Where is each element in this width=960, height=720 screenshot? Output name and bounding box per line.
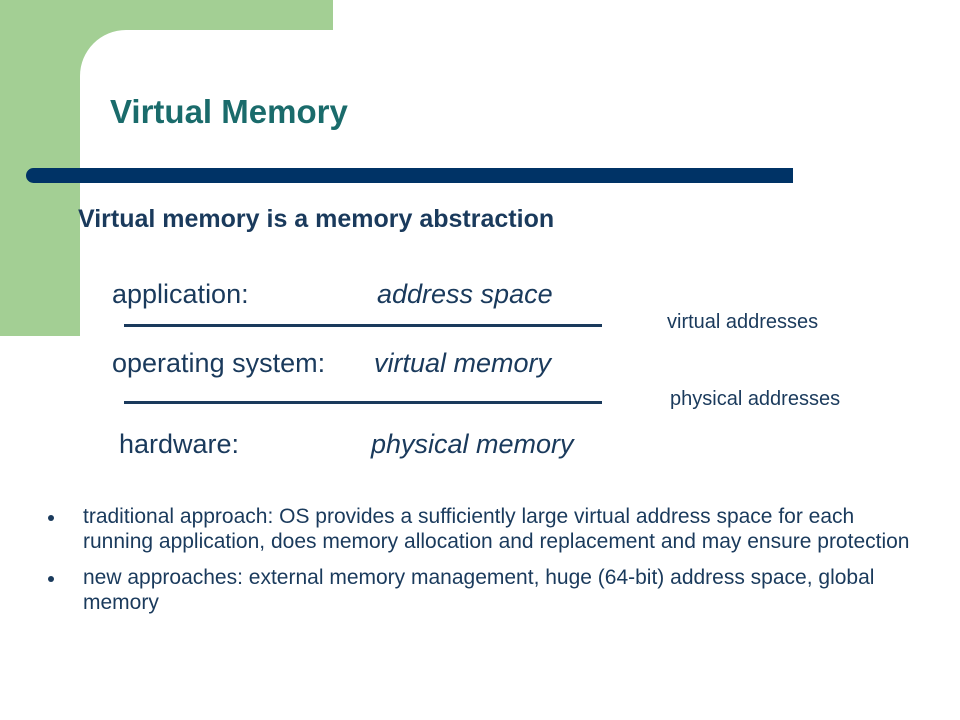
layer-application: application: address space	[112, 279, 553, 310]
list-item: new approaches: external memory manageme…	[48, 565, 928, 615]
layer-operating-system-label: operating system:	[112, 348, 326, 378]
bullet-text: new approaches: external memory manageme…	[83, 566, 875, 614]
bullet-text: traditional approach: OS provides a suff…	[83, 505, 910, 553]
title-underline-bar	[26, 168, 793, 183]
layer-hardware-value: physical memory	[371, 429, 574, 459]
slide-subtitle: Virtual memory is a memory abstraction	[78, 205, 555, 233]
layer-hardware-label: hardware:	[119, 429, 240, 459]
layer-operating-system: operating system: virtual memory	[112, 348, 551, 379]
list-item: traditional approach: OS provides a suff…	[48, 504, 928, 554]
layer-operating-system-value: virtual memory	[374, 348, 552, 378]
boundary-label-physical: physical addresses	[670, 388, 841, 410]
bullet-dot-icon	[48, 515, 54, 521]
boundary-line-virtual	[124, 324, 602, 327]
layer-application-value: address space	[377, 279, 553, 309]
boundary-line-physical	[124, 401, 602, 404]
content-panel	[80, 30, 960, 720]
bullet-dot-icon	[48, 576, 54, 582]
layer-hardware: hardware: physical memory	[119, 429, 574, 460]
bullet-list: traditional approach: OS provides a suff…	[48, 504, 928, 626]
slide-title: Virtual Memory	[110, 93, 348, 130]
boundary-label-virtual: virtual addresses	[667, 311, 819, 333]
layer-application-label: application:	[112, 279, 249, 309]
